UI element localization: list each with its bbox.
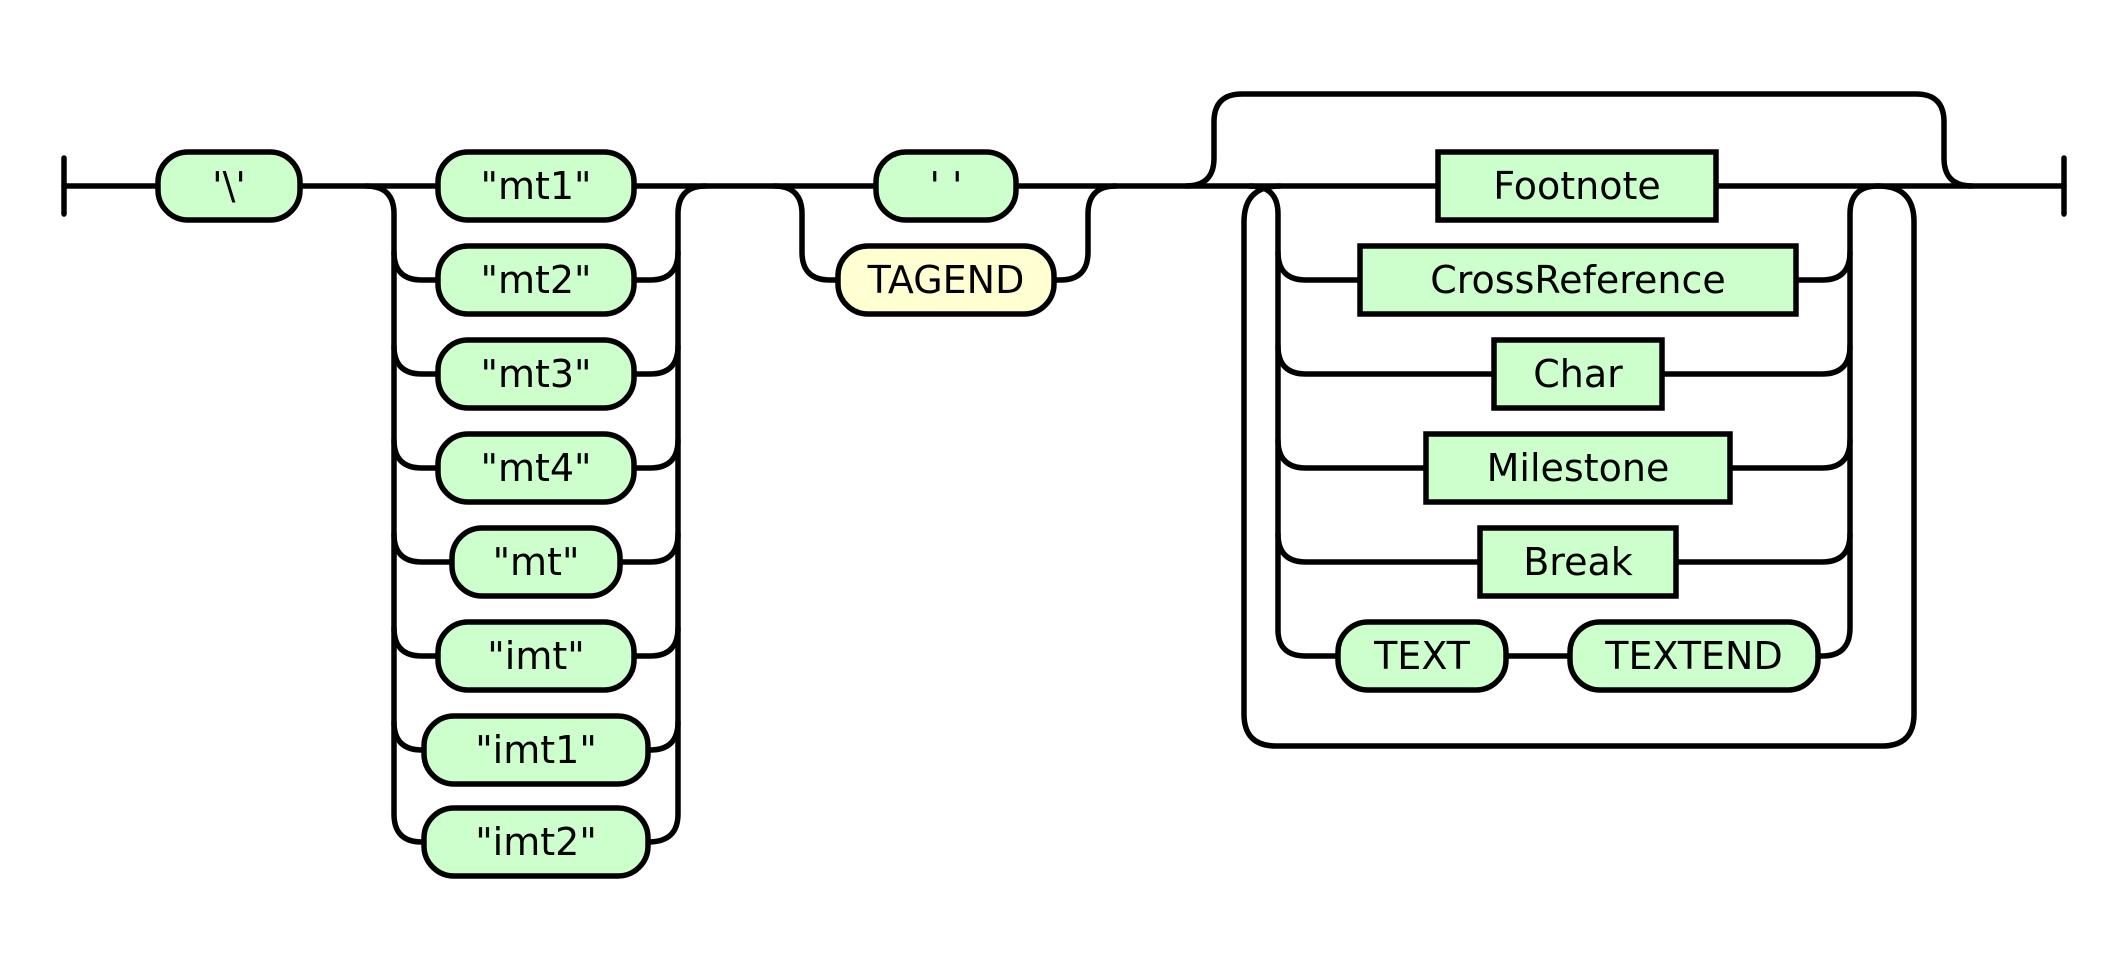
char-label: Char [1533,352,1623,396]
connector-lines [61,91,2067,845]
tagend-node: TAGEND [835,243,1057,317]
marker-mt-label: "mt" [493,540,580,584]
space-separator-label: ' ' [930,164,963,208]
marker-mt4-node: "mt4" [435,431,637,505]
break-node: Break [1477,525,1679,599]
marker-imt1-label: "imt1" [475,728,597,772]
tagend-label: TAGEND [867,258,1025,302]
marker-imt2-node: "imt2" [421,805,651,879]
text-label: TEXT [1373,634,1471,678]
cross-reference-label: CrossReference [1430,258,1726,302]
marker-mt3-label: "mt3" [480,352,591,396]
break-label: Break [1523,540,1633,584]
footnote-label: Footnote [1493,164,1661,208]
textend-label: TEXTEND [1604,634,1783,678]
marker-imt1-node: "imt1" [421,713,651,787]
marker-mt3-node: "mt3" [435,337,637,411]
marker-mt-node: "mt" [449,525,623,599]
marker-mt2-node: "mt2" [435,243,637,317]
space-separator-node: ' ' [873,149,1019,223]
marker-mt2-label: "mt2" [480,258,591,302]
footnote-node: Footnote [1435,149,1719,223]
opening-backslash-node: '\' [155,149,303,223]
milestone-node: Milestone [1423,431,1733,505]
opening-backslash-label: '\' [212,164,246,208]
marker-mt1-label: "mt1" [480,164,591,208]
marker-imt-node: "imt" [435,619,637,693]
text-node: TEXT [1335,619,1509,693]
marker-mt1-node: "mt1" [435,149,637,223]
marker-imt-label: "imt" [487,634,584,678]
char-node: Char [1491,337,1665,411]
textend-node: TEXTEND [1567,619,1821,693]
milestone-label: Milestone [1487,446,1670,490]
cross-reference-node: CrossReference [1357,243,1799,317]
marker-imt2-label: "imt2" [475,820,597,864]
marker-mt4-label: "mt4" [480,446,591,490]
